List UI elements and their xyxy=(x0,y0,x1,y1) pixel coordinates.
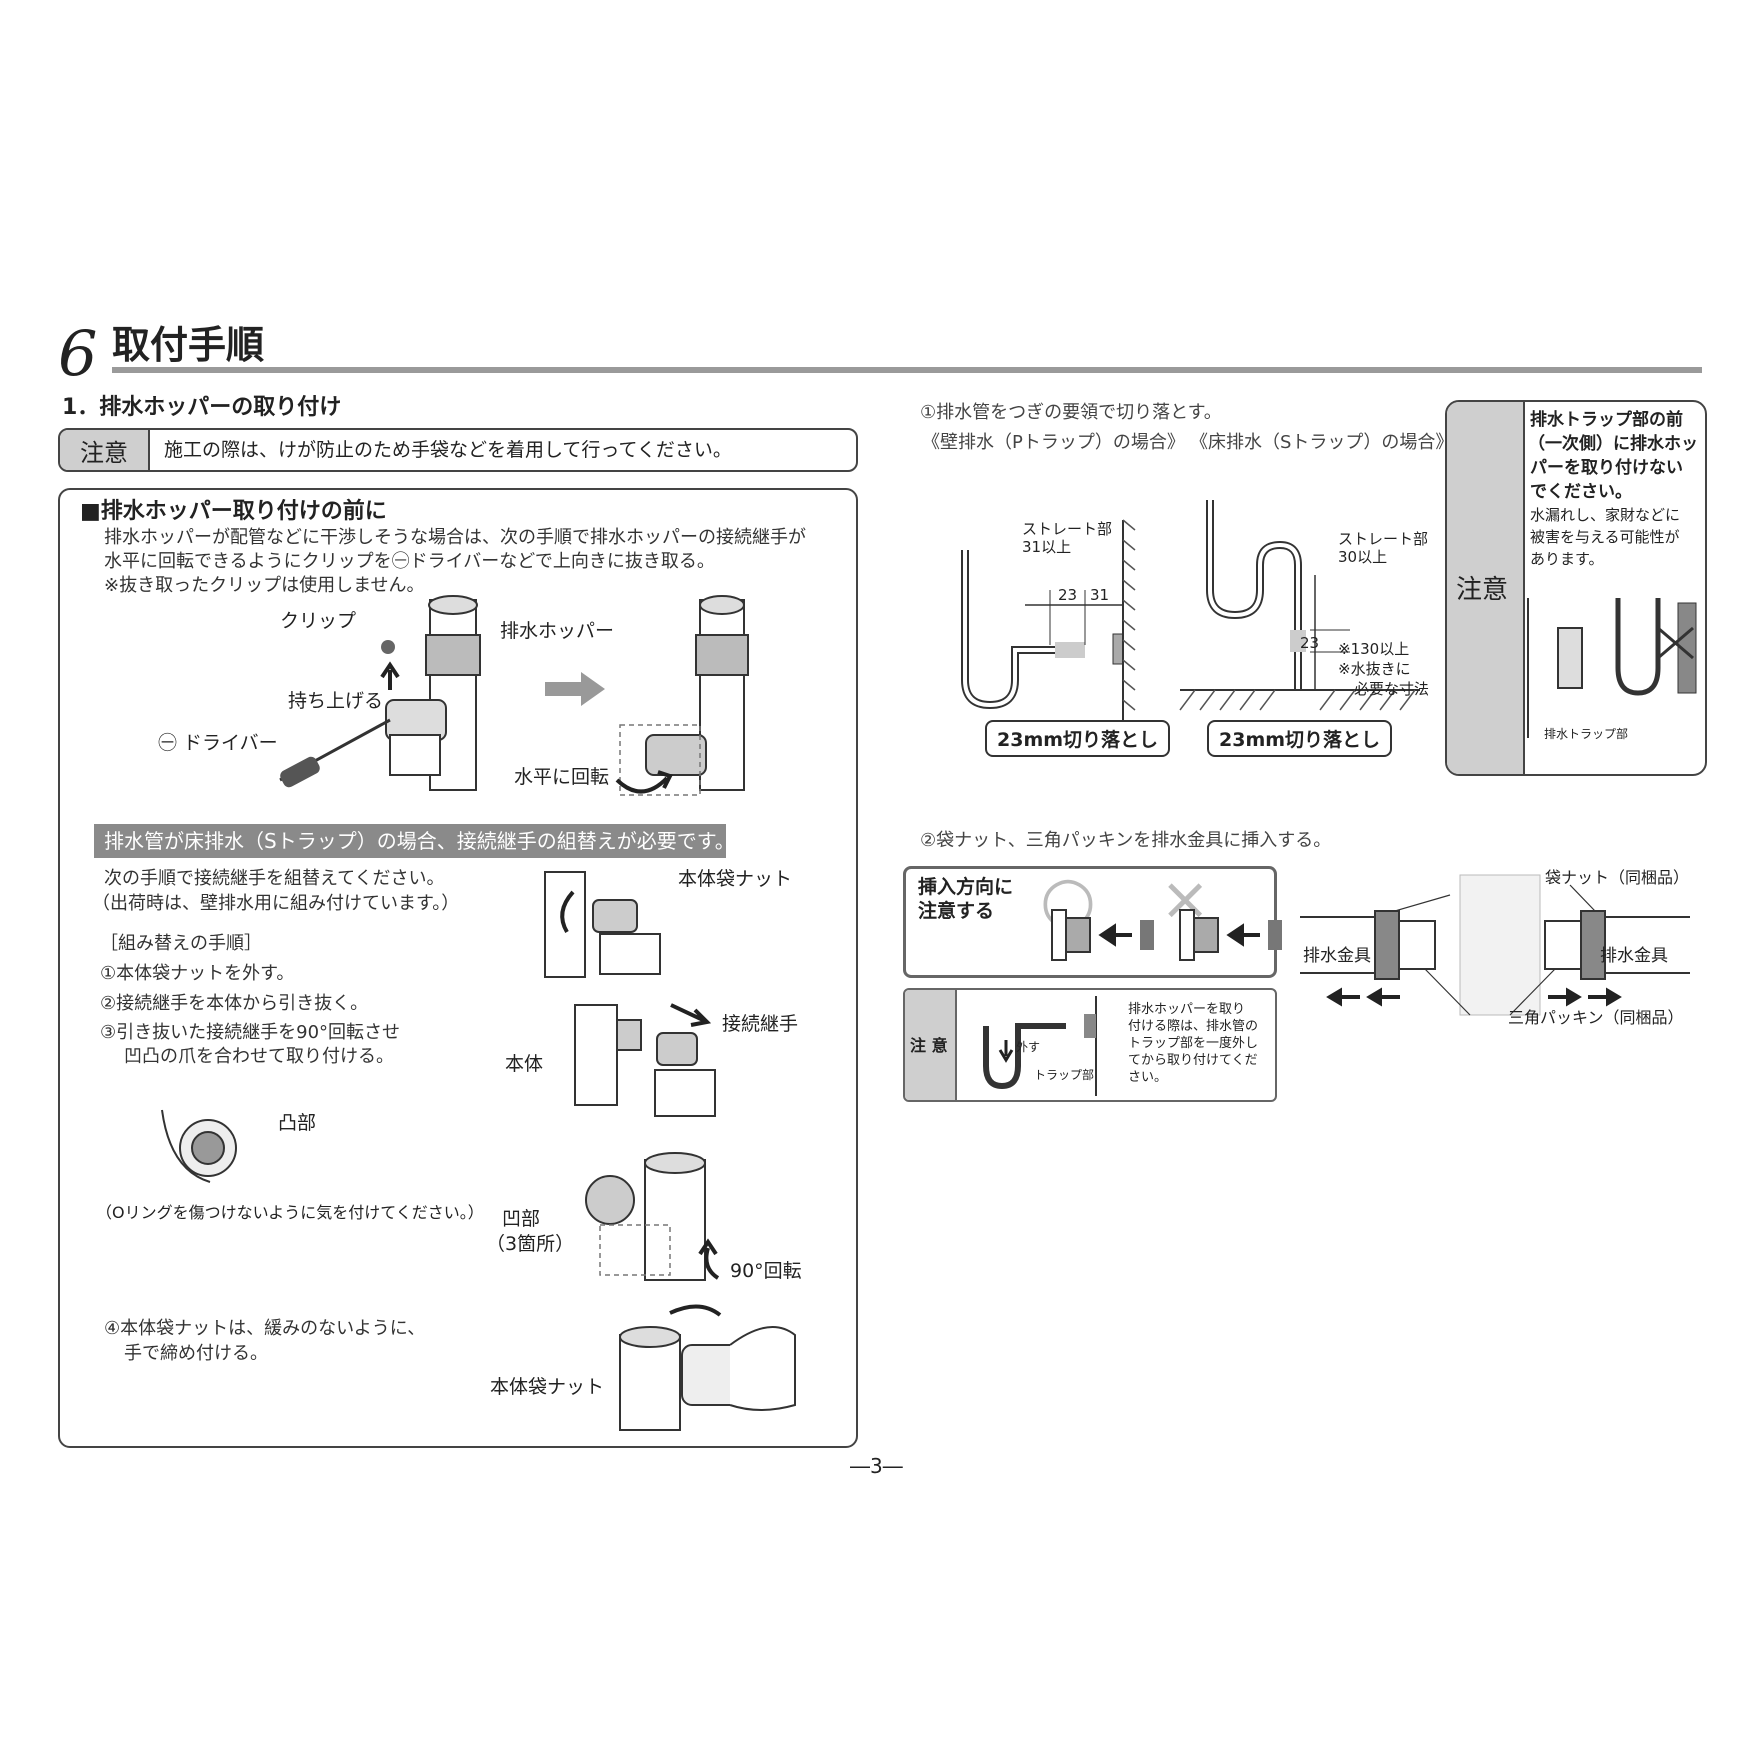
caution-right-bold4: でください。 xyxy=(1530,482,1632,502)
ng-insert-diagram xyxy=(1179,909,1282,961)
label-body: 本体 xyxy=(505,1053,544,1075)
floor-dim-23: 23 xyxy=(1300,634,1320,652)
wall-straight-label2: 31以上 xyxy=(1022,538,1072,556)
right-arrow-icon xyxy=(545,672,605,706)
label-driver: ㊀ ドライバー xyxy=(158,732,278,754)
convex-part-illustration xyxy=(161,1109,237,1183)
before-line1: 排水ホッパーが配管などに干渉しそうな場合は、次の手順で排水ホッパーの接続継手が xyxy=(104,527,806,548)
proc-step3a: ③引き抜いた接続継手を90°回転させ xyxy=(100,1022,401,1043)
label-rotate-horizontal: 水平に回転 xyxy=(514,766,610,788)
caution-small-illustration xyxy=(983,996,1097,1096)
step1-title: 1．排水ホッパーの取り付け xyxy=(62,395,342,420)
caution-right-badge-bg xyxy=(1447,402,1525,774)
floor-note3: 必要な寸法 xyxy=(1354,680,1430,698)
caution-small-l4: てから取り付けてくだ xyxy=(1128,1053,1258,1068)
label-lift: 持ち上げる xyxy=(288,690,384,712)
insert-direction-1: 挿入方向に xyxy=(918,876,1014,898)
section-number: 6 xyxy=(58,317,98,390)
label-rotate-90: 90°回転 xyxy=(730,1260,802,1282)
proc-step4a: ④本体袋ナットは、緩みのないように、 xyxy=(104,1318,426,1339)
strap-banner: 排水管が床排水（Sトラップ）の場合、接続継手の組替えが必要です。 xyxy=(94,824,735,858)
ok-insert-diagram xyxy=(1051,909,1154,961)
floor-strap-diagram xyxy=(1179,500,1420,711)
proc-title: ［組み替えの手順］ xyxy=(100,933,262,954)
section-title: 取付手順 xyxy=(112,323,265,367)
oring-note: （Oリングを傷つけないように気を付けてください。） xyxy=(96,1203,484,1222)
floor-note1: ※130以上 xyxy=(1338,640,1410,658)
caution-small-trap: トラップ部 xyxy=(1034,1068,1095,1082)
wall-cut-label: 23mm切り落とし xyxy=(985,720,1171,757)
before-title: ■排水ホッパー取り付けの前に xyxy=(80,499,387,524)
wall-dim-23: 23 xyxy=(1058,586,1078,604)
insert-title: ②袋ナット、三角パッキンを排水金具に挿入する。 xyxy=(920,830,1332,851)
label-clip: クリップ xyxy=(280,610,357,632)
proc-step4b: 手で締め付ける。 xyxy=(124,1343,268,1364)
label-hopper: 排水ホッパー xyxy=(500,620,615,642)
label-packing-included: 三角パッキン（同梱品） xyxy=(1508,1008,1684,1027)
caution-right-bold1: 排水トラップ部の前 xyxy=(1530,410,1683,430)
label-nut-included: 袋ナット（同梱品） xyxy=(1545,868,1690,887)
section-underline xyxy=(112,367,1702,373)
caution-small-l5: さい。 xyxy=(1128,1070,1168,1085)
caution-right-text2: 被害を与える可能性が xyxy=(1530,528,1680,546)
caution-top: 注意 施工の際は、けが防止のため手袋などを着用して行ってください。 xyxy=(58,428,858,472)
caution-right-text1: 水漏れし、家財などに xyxy=(1530,506,1681,524)
concave-rotate-illustration xyxy=(585,1152,706,1281)
caution-right xyxy=(1445,400,1707,776)
before-line3: ※抜き取ったクリップは使用しません。 xyxy=(104,575,425,596)
caution-small-remove: 外す xyxy=(1016,1040,1041,1054)
insert-direction-2: 注意する xyxy=(918,900,995,922)
wall-straight-label1: ストレート部 xyxy=(1022,520,1113,538)
proc-step2: ②接続継手を本体から引き抜く。 xyxy=(100,993,369,1014)
caution-small-l3: トラップ部を一度外し xyxy=(1128,1036,1259,1051)
hopper-clip-illustration xyxy=(279,595,481,791)
caution-small xyxy=(903,988,1277,1102)
before-line2: 水平に回転できるようにクリップを㊀ドライバーなどで上向きに抜き取る。 xyxy=(104,551,715,572)
floor-straight-label1: ストレート部 xyxy=(1338,530,1429,548)
label-body-nut: 本体袋ナット xyxy=(678,868,793,890)
floor-straight-label2: 30以上 xyxy=(1338,548,1388,566)
wall-trap-title: 《壁排水（Pトラップ）の場合》 xyxy=(922,432,1185,453)
caution-right-trap-label: 排水トラップ部 xyxy=(1544,727,1629,741)
wall-ptrap-diagram xyxy=(961,519,1136,720)
floor-cut-label: 23mm切り落とし xyxy=(1207,720,1393,757)
cut-title: ①排水管をつぎの要領で切り落とす。 xyxy=(920,402,1222,423)
caution-right-text3: あります。 xyxy=(1530,550,1604,568)
label-drain-fitting-right: 排水金具 xyxy=(1600,946,1668,966)
hand-tighten-illustration xyxy=(619,1304,796,1431)
strap-intro1: 次の手順で接続継手を組替えてください。 xyxy=(104,868,445,889)
proc-step3b: 凹凸の爪を合わせて取り付ける。 xyxy=(124,1046,394,1067)
caution-right-bold2: （一次側）に排水ホッ xyxy=(1528,434,1698,454)
body-nut-illustration xyxy=(544,871,661,978)
label-joint: 接続継手 xyxy=(722,1013,799,1035)
fitting-insert-diagram xyxy=(1300,874,1690,1016)
proc-step1: ①本体袋ナットを外す。 xyxy=(100,963,295,984)
hopper-rotated-illustration xyxy=(619,595,749,796)
joint-illustration xyxy=(574,1003,716,1117)
caution-small-l2: 付ける際は、排水管の xyxy=(1128,1019,1259,1034)
label-concave: 凹部 xyxy=(502,1208,541,1230)
caution-right-bold3: パーを取り付けない xyxy=(1530,458,1683,478)
floor-trap-title: 《床排水（Sトラップ）の場合》 xyxy=(1190,432,1454,453)
rotate-90-icon xyxy=(698,1238,720,1280)
strap-intro2: （出荷時は、壁排水用に組み付けています。） xyxy=(92,893,460,914)
label-convex: 凸部 xyxy=(278,1112,317,1134)
left-main-frame xyxy=(58,488,858,1448)
caution-top-badge: 注意 xyxy=(60,430,150,470)
page-number: ―3― xyxy=(850,1454,903,1478)
wall-dim-31: 31 xyxy=(1090,586,1110,604)
caution-top-text: 施工の際は、けが防止のため手袋などを着用して行ってください。 xyxy=(164,439,732,461)
caution-small-l1: 排水ホッパーを取り xyxy=(1128,1002,1246,1017)
caution-small-badge: 注 意 xyxy=(910,1036,948,1055)
rotate-arrow-icon xyxy=(615,770,673,794)
floor-note2: ※水抜きに xyxy=(1338,660,1411,678)
caution-right-badge: 注意 xyxy=(1456,575,1509,605)
label-body-nut-2: 本体袋ナット xyxy=(490,1376,605,1398)
label-drain-fitting-left: 排水金具 xyxy=(1303,946,1371,966)
wrong-install-illustration xyxy=(1527,598,1697,738)
label-concave-count: （3箇所） xyxy=(486,1233,575,1255)
